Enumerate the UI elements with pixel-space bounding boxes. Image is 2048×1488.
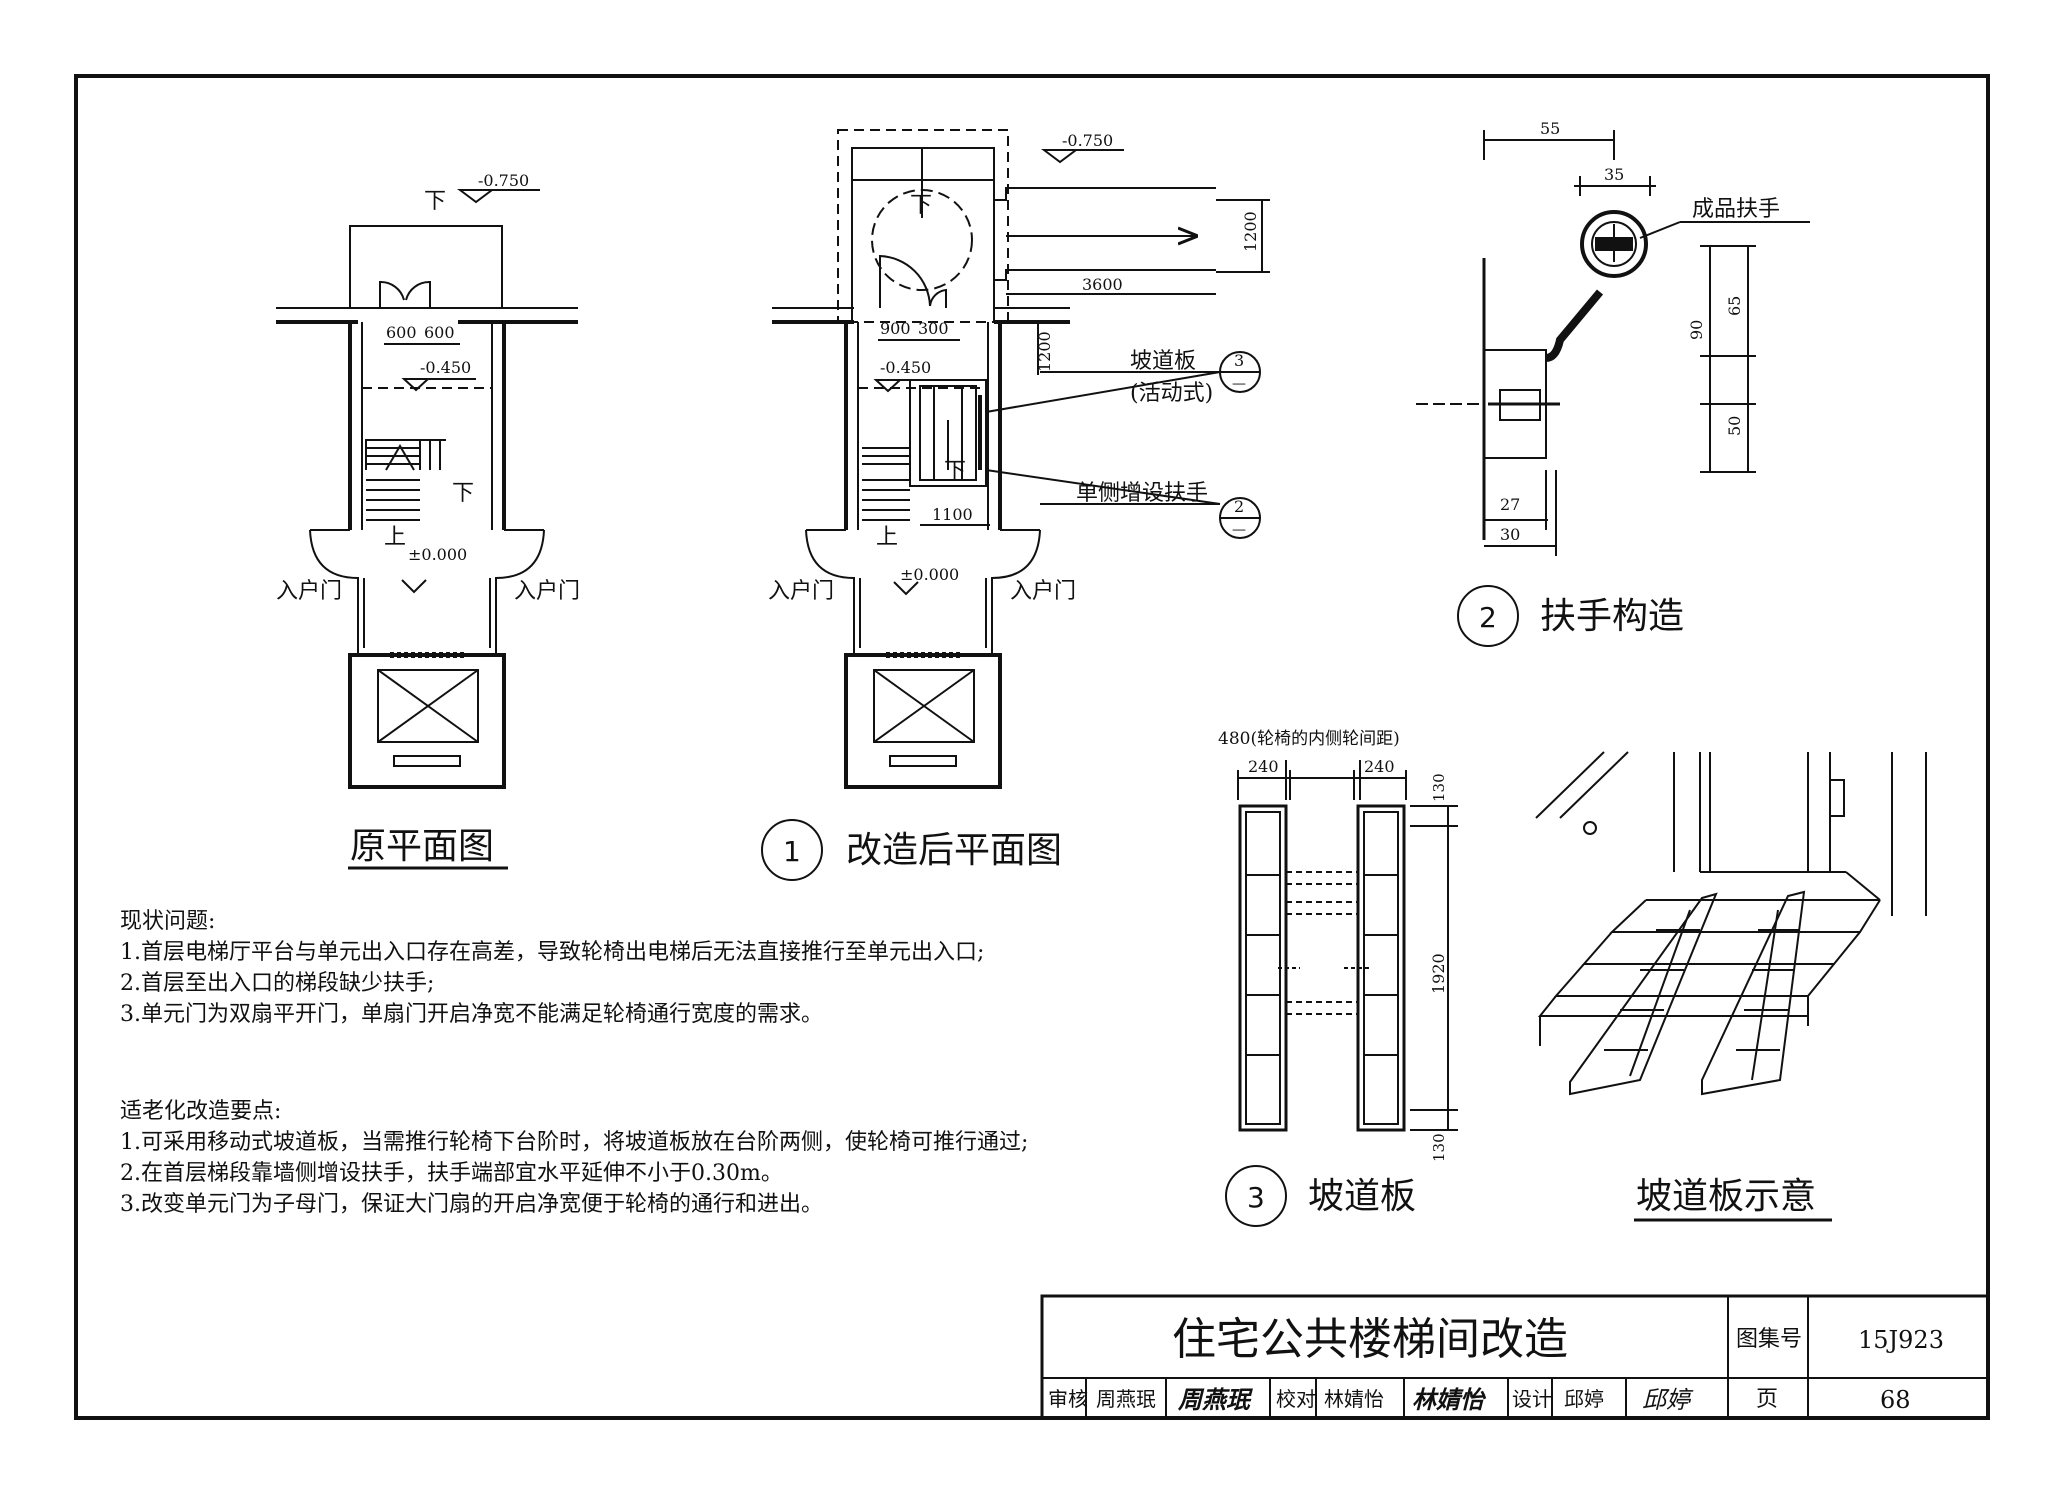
ramp-top-label: 480(轮椅的内侧轮间距) [1218, 729, 1400, 749]
mod-title-number-circle [761, 819, 823, 881]
handrail-dim-90: 90 [1687, 320, 1706, 340]
ramp-dim-1920: 1920 [1429, 953, 1448, 994]
handrail-dim-35: 35 [1604, 165, 1624, 184]
handrail-title-number: 2 [1479, 601, 1497, 634]
handrail-dim-65: 65 [1725, 296, 1744, 316]
point-item-1: 1.可采用移动式坡道板，当需推行轮椅下台阶时，将坡道板放在台阶两侧，使轮椅可推行… [120, 1130, 1029, 1155]
title-block [1040, 1294, 1990, 1420]
designer-name: 邱婷 [1564, 1387, 1604, 1411]
mod-dim-1200-v: 1200 [1241, 211, 1260, 252]
ramp-label-sub: (活动式) [1130, 381, 1213, 406]
designer-signature: 邱婷 [1642, 1386, 1694, 1414]
handrail-dim-50: 50 [1725, 416, 1744, 436]
mod-elev-landing: -0.450 [880, 358, 931, 377]
mod-dim-3600: 3600 [1082, 275, 1123, 294]
orig-elev-ground: ±0.000 [408, 545, 467, 564]
ramp-dim-130-bottom: 130 [1430, 1133, 1448, 1162]
points-notes: 适老化改造要点: 1.可采用移动式坡道板，当需推行轮椅下台阶时，将坡道板放在台阶… [120, 1096, 1028, 1220]
mod-elev-ground: ±0.000 [900, 565, 959, 584]
modified-plan [772, 129, 1270, 789]
reviewer-signature: 周燕珉 [1177, 1385, 1253, 1414]
orig-title: 原平面图 [350, 826, 494, 867]
mod-title-number: 1 [783, 835, 801, 868]
orig-elev-top: -0.750 [478, 171, 529, 190]
point-item-2: 2.在首层梯段靠墙侧增设扶手，扶手端部宜水平延伸不小于0.30m。 [120, 1161, 783, 1186]
mod-down-label-1: 下 [910, 193, 932, 218]
handrail-dim-55: 55 [1540, 119, 1560, 138]
sheet-title: 住宅公共楼梯间改造 [1172, 1314, 1568, 1365]
mod-up-label: 上 [876, 525, 898, 550]
handrail-label: 单侧增设扶手 [1076, 481, 1208, 506]
problems-notes: 现状问题: 1.首层电梯厅平台与单元出入口存在高差，导致轮椅出电梯后无法直接推行… [120, 906, 984, 1030]
problem-item-3: 3.单元门为双扇平开门，单扇门开启净宽不能满足轮椅通行宽度的需求。 [120, 1002, 823, 1027]
orig-door-left: 入户门 [276, 579, 342, 604]
design-label: 设计 [1512, 1387, 1552, 1411]
orig-dim-600-left: 600 [386, 323, 417, 342]
ramp-board [1237, 760, 1458, 1132]
orig-dim-600-right: 600 [424, 323, 455, 342]
mod-dim-1100: 1100 [932, 505, 973, 524]
handrail-ref-dash: — [1232, 522, 1246, 538]
handrail-dim-30: 30 [1500, 525, 1520, 544]
atlas-number: 15J923 [1858, 1326, 1944, 1354]
ramp-label: 坡道板 [1130, 349, 1196, 374]
mod-door-left: 入户门 [768, 579, 834, 604]
problem-item-2: 2.首层至出入口的梯段缺少扶手; [120, 971, 435, 996]
handrail-dim-27: 27 [1500, 495, 1520, 514]
ramp-title-number-circle [1225, 1165, 1287, 1227]
original-plan [276, 189, 578, 789]
title-block-text: 住宅公共楼梯间改造 图集号 15J923 审核 周燕珉 周燕珉 校对 林婧怡 林… [1048, 1314, 1944, 1414]
sheet-border [74, 74, 1990, 1420]
handrail-title-number-circle [1457, 585, 1519, 647]
mod-dim-1200-h: 1200 [1035, 331, 1054, 372]
ramp-sketch-labels: 坡道板示意 [1634, 1176, 1832, 1222]
orig-elev-landing: -0.450 [420, 358, 471, 377]
mod-door-right: 入户门 [1010, 579, 1076, 604]
ramp-title-number: 3 [1247, 1181, 1265, 1214]
ramp-title: 坡道板 [1308, 1176, 1416, 1217]
modified-plan-labels: -0.750 下 1200 3600 900 300 1200 -0.450 下… [761, 131, 1260, 881]
points-title: 适老化改造要点: [120, 1099, 282, 1124]
orig-up-label: 上 [384, 525, 406, 550]
handrail-ref-number: 2 [1234, 497, 1244, 516]
handrail-detail-labels: 55 35 成品扶手 90 65 50 27 30 2 扶手构造 [1457, 119, 1780, 647]
page-label: 页 [1756, 1387, 1778, 1412]
original-plan-labels: -0.750 下 600 600 -0.450 下 上 ±0.000 入户门 入… [276, 171, 580, 870]
ramp-ref-number: 3 [1234, 351, 1244, 370]
mod-down-label-2: 下 [944, 459, 966, 484]
review-label: 审核 [1048, 1387, 1088, 1411]
ramp-dim-240-right: 240 [1364, 757, 1395, 776]
point-item-3: 3.改变单元门为子母门，保证大门扇的开启净宽便于轮椅的通行和进出。 [120, 1192, 823, 1217]
checker-name: 林婧怡 [1324, 1387, 1384, 1411]
handrail-product-label: 成品扶手 [1692, 197, 1780, 222]
ramp-board-labels: 480(轮椅的内侧轮间距) 240 240 130 1920 130 3 坡道板 [1218, 729, 1448, 1227]
check-label: 校对 [1276, 1387, 1316, 1411]
mod-title: 改造后平面图 [846, 830, 1062, 871]
orig-down-label-1: 下 [424, 189, 446, 214]
orig-down-label-2: 下 [452, 481, 474, 506]
ramp-sketch-title: 坡道板示意 [1636, 1176, 1816, 1217]
reviewer-name: 周燕珉 [1096, 1387, 1156, 1411]
handrail-title: 扶手构造 [1540, 596, 1684, 637]
problem-item-1: 1.首层电梯厅平台与单元出入口存在高差，导致轮椅出电梯后无法直接推行至单元出入口… [120, 940, 985, 965]
ramp-dim-240-left: 240 [1248, 757, 1279, 776]
ramp-sketch [1535, 751, 1927, 1096]
page-number: 68 [1880, 1386, 1911, 1414]
checker-signature: 林婧怡 [1412, 1385, 1487, 1414]
handrail-detail [1416, 130, 1810, 556]
mod-dim-900: 900 [880, 319, 911, 338]
atlas-label: 图集号 [1736, 1327, 1802, 1352]
ramp-dim-130-top: 130 [1430, 773, 1448, 802]
ramp-ref-dash: — [1232, 376, 1246, 392]
mod-elev-top: -0.750 [1062, 131, 1113, 150]
mod-dim-300: 300 [918, 319, 949, 338]
orig-door-right: 入户门 [514, 579, 580, 604]
problems-title: 现状问题: [120, 909, 216, 934]
